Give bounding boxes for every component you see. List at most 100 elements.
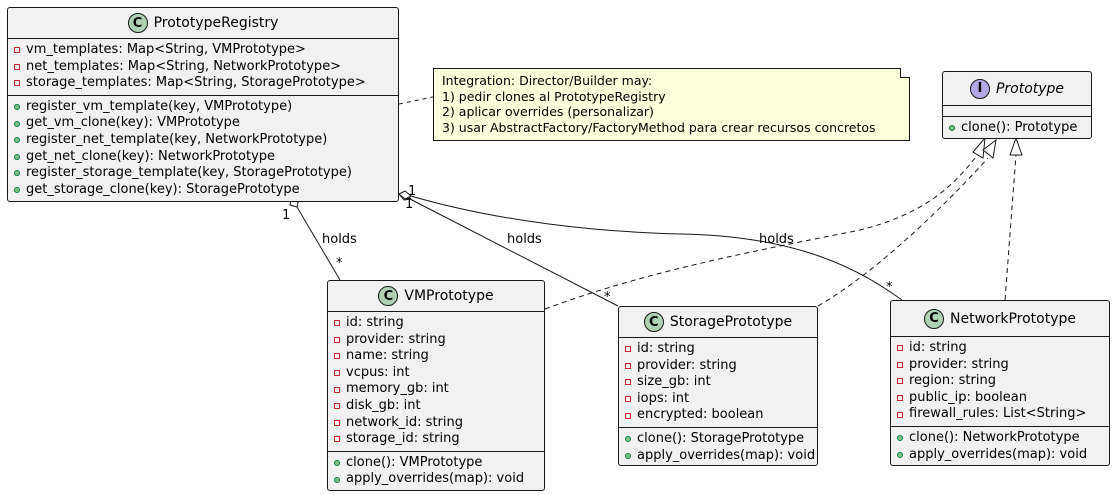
class-badge-icon: C [643,312,664,332]
private-icon [334,436,340,443]
private-icon [334,336,340,343]
fields-section [943,106,1091,117]
public-icon [14,170,20,177]
class-badge-icon: C [924,308,944,329]
field: region: string [897,373,1103,390]
method: register_vm_template(key, VMPrototype) [14,99,392,116]
method: clone(): StoragePrototype [625,431,811,448]
methods-section: clone(): VMPrototype apply_overrides(map… [328,452,544,491]
public-icon [14,120,20,127]
field: iops: int [625,391,811,408]
private-icon [14,80,20,87]
class-name: NetworkPrototype [950,310,1076,327]
private-icon [897,395,903,402]
aggregation-diamond-network [398,190,412,200]
field: provider: string [625,358,811,375]
private-icon [625,379,631,386]
field: id: string [334,315,538,332]
multiplicity-one-vm: 1 [282,208,291,223]
private-icon [897,378,903,385]
private-icon [897,411,903,418]
note-connector [398,96,434,105]
field: provider: string [897,357,1103,374]
multiplicity-many-storage: * [604,290,611,305]
note-line: Integration: Director/Builder may: [442,73,653,88]
private-icon [334,419,340,426]
field: name: string [334,348,538,365]
field: encrypted: boolean [625,407,811,424]
private-icon [334,386,340,393]
class-name: StoragePrototype [669,314,793,330]
fields-section: vm_templates: Map<String, VMPrototype> n… [8,39,398,96]
realization-arrowhead-3 [1009,136,1023,156]
field: provider: string [334,332,538,349]
multiplicity-one-network: 1 [408,184,417,199]
class-storage-prototype[interactable]: C StoragePrototype id: string provider: … [618,306,818,466]
method: get_vm_clone(key): VMPrototype [14,115,392,132]
field: public_ip: boolean [897,390,1103,407]
class-network-prototype[interactable]: C NetworkPrototype id: string provider: … [890,300,1110,466]
methods-section: clone(): StoragePrototype apply_override… [619,428,817,467]
method: clone(): NetworkPrototype [897,430,1103,447]
method: apply_overrides(map): void [897,447,1103,464]
method: apply_overrides(map): void [625,448,815,465]
class-prototype-registry[interactable]: C PrototypeRegistry vm_templates: Map<St… [7,7,399,202]
class-vm-prototype[interactable]: C VMPrototype id: string provider: strin… [327,280,545,491]
interface-prototype[interactable]: I Prototype clone(): Prototype [942,71,1092,139]
field: storage_templates: Map<String, StoragePr… [14,75,392,92]
holds-edge-storage [409,198,619,307]
class-name: Prototype [995,80,1065,97]
private-icon [14,47,20,54]
note-line: 1) pedir clones al PrototypeRegistry [442,88,666,104]
public-icon [14,187,20,194]
field: network_id: string [334,415,538,432]
private-icon [14,63,20,70]
private-icon [897,361,903,368]
class-header: C VMPrototype [328,281,544,312]
field: firewall_rules: List<String> [897,406,1103,423]
private-icon [625,346,631,353]
class-name: VMPrototype [404,288,494,304]
class-header: C StoragePrototype [619,307,817,338]
private-icon [625,396,631,403]
fields-section: id: string provider: string region: stri… [891,337,1109,427]
realizes-edge-vm [544,157,976,310]
realizes-edge-network [1004,154,1017,301]
realizes-edge-storage [817,157,989,307]
realization-arrowhead-2 [982,138,997,159]
methods-section: register_vm_template(key, VMPrototype) g… [8,96,398,202]
field: disk_gb: int [334,398,538,415]
field: net_templates: Map<String, NetworkProtot… [14,59,392,76]
private-icon [334,353,340,360]
note-line: 3) usar AbstractFactory/FactoryMethod pa… [442,119,876,135]
realization-arrowhead-1 [972,136,986,159]
note-line: 2) aplicar overrides (personalizar) [442,104,654,119]
method: get_storage_clone(key): StoragePrototype [14,182,392,199]
interface-badge-icon: I [969,78,990,99]
integration-note: Integration: Director/Builder may: 1) pe… [433,68,910,141]
multiplicity-one-storage: 1 [405,197,414,212]
multiplicity-many-network: * [886,280,893,295]
methods-section: clone(): NetworkPrototype apply_override… [891,427,1109,466]
public-icon [625,452,631,459]
holds-edge-vm [296,206,341,281]
method: clone(): Prototype [949,120,1085,137]
fields-section: id: string provider: string size_gb: int… [619,338,817,428]
public-icon [14,104,20,111]
public-icon [625,436,631,443]
holds-label-storage: holds [507,232,542,247]
field: id: string [625,341,811,358]
method: get_net_clone(key): NetworkPrototype [14,149,392,166]
private-icon [625,362,631,369]
class-badge-icon: C [378,286,399,306]
public-icon [949,125,955,132]
private-icon [334,370,340,377]
private-icon [334,403,340,410]
method: apply_overrides(map): void [334,471,538,488]
holds-edge-network [410,195,903,301]
class-header: C NetworkPrototype [891,301,1109,337]
method: clone(): VMPrototype [334,455,538,472]
class-badge-icon: C [127,13,148,33]
public-icon [334,476,340,483]
